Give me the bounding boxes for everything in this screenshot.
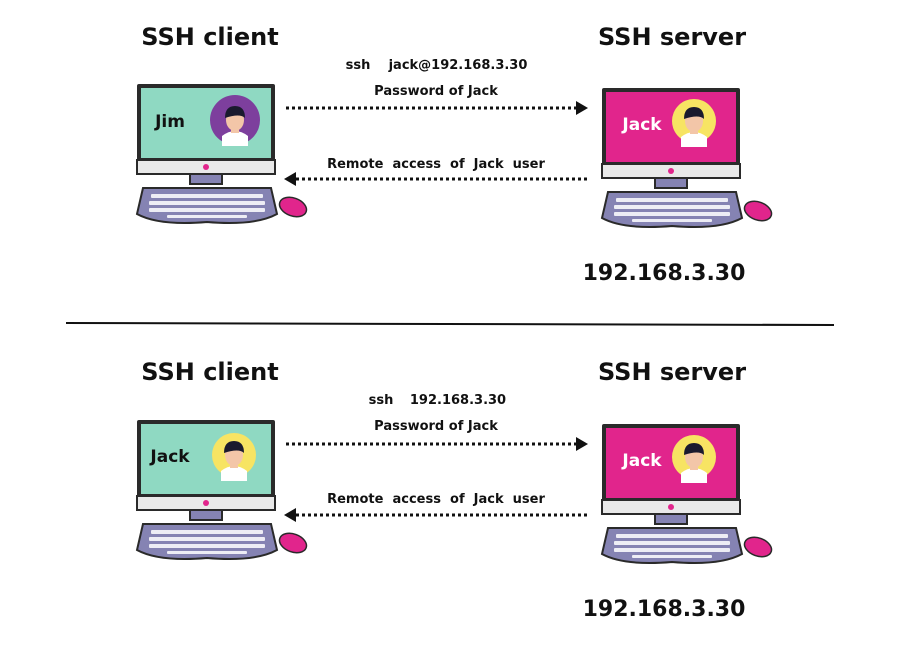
request-label: Password of Jack bbox=[374, 419, 498, 434]
response-label: Remote access of Jack user bbox=[327, 492, 545, 507]
command-target: 192.168.3.30 bbox=[410, 393, 506, 408]
client-username: Jack bbox=[149, 447, 190, 467]
scenario-1: SSH client SSH server Jim Jack ssh jack@… bbox=[136, 23, 776, 286]
client-heading: SSH client bbox=[141, 23, 278, 51]
request-arrow-icon bbox=[286, 101, 588, 115]
server-heading: SSH server bbox=[598, 358, 746, 386]
client-heading: SSH client bbox=[141, 358, 278, 386]
request-label: Password of Jack bbox=[374, 84, 498, 99]
server-ip: 192.168.3.30 bbox=[583, 597, 746, 622]
response-arrow-icon bbox=[284, 508, 588, 522]
server-computer: Jack bbox=[601, 87, 776, 228]
request-arrow-icon bbox=[286, 437, 588, 451]
section-divider bbox=[65, 322, 835, 326]
server-ip: 192.168.3.30 bbox=[583, 261, 746, 286]
command-keyword: ssh bbox=[346, 58, 371, 73]
client-computer: Jack bbox=[136, 419, 311, 560]
response-label: Remote access of Jack user bbox=[327, 157, 545, 172]
client-computer: Jim bbox=[136, 83, 311, 224]
client-username: Jim bbox=[154, 112, 185, 132]
server-username: Jack bbox=[621, 451, 662, 471]
response-arrow-icon bbox=[284, 172, 588, 186]
server-heading: SSH server bbox=[598, 23, 746, 51]
scenario-2: SSH client SSH server Jack Jack ssh 192.… bbox=[136, 358, 776, 622]
server-username: Jack bbox=[621, 115, 662, 135]
server-computer: Jack bbox=[601, 423, 776, 564]
command-keyword: ssh bbox=[369, 393, 394, 408]
command-target: jack@192.168.3.30 bbox=[388, 58, 528, 73]
